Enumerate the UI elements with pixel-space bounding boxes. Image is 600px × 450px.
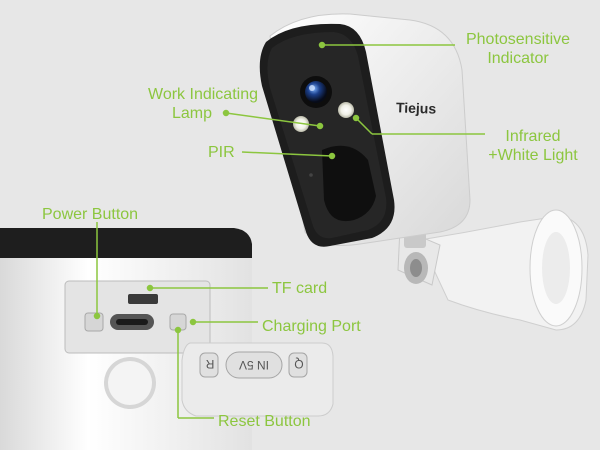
camera-body-closeup xyxy=(0,228,334,450)
label-work-line1: Work Indicating xyxy=(148,86,258,103)
label-work-indicating-lamp: Work Indicating Lamp xyxy=(108,85,258,123)
cover-label-reset: R xyxy=(205,357,215,371)
callout-lines xyxy=(93,41,485,419)
label-photosensitive-indicator: Photosensitive Indicator xyxy=(452,30,584,68)
label-tf-card: TF card xyxy=(272,280,328,297)
label-work-line2: Lamp xyxy=(171,105,212,122)
label-pir: PIR xyxy=(208,144,235,161)
brand-logo: Tiejus xyxy=(395,99,437,117)
cover-label-input: IN 5V xyxy=(239,358,270,372)
label-charging-port: Charging Port xyxy=(262,318,361,335)
label-reset-button: Reset Button xyxy=(218,413,311,430)
label-infrared-white-light: Infrared +White Light xyxy=(478,127,588,165)
cover-label-q: Q xyxy=(294,357,304,371)
label-infrared-line2: +White Light xyxy=(488,147,578,164)
camera-housing xyxy=(259,13,471,247)
label-photosensitive-line2: Indicator xyxy=(487,50,549,67)
label-photosensitive-line1: Photosensitive xyxy=(465,31,571,48)
label-power-button: Power Button xyxy=(42,206,139,223)
label-infrared-line1: Infrared xyxy=(505,128,561,145)
